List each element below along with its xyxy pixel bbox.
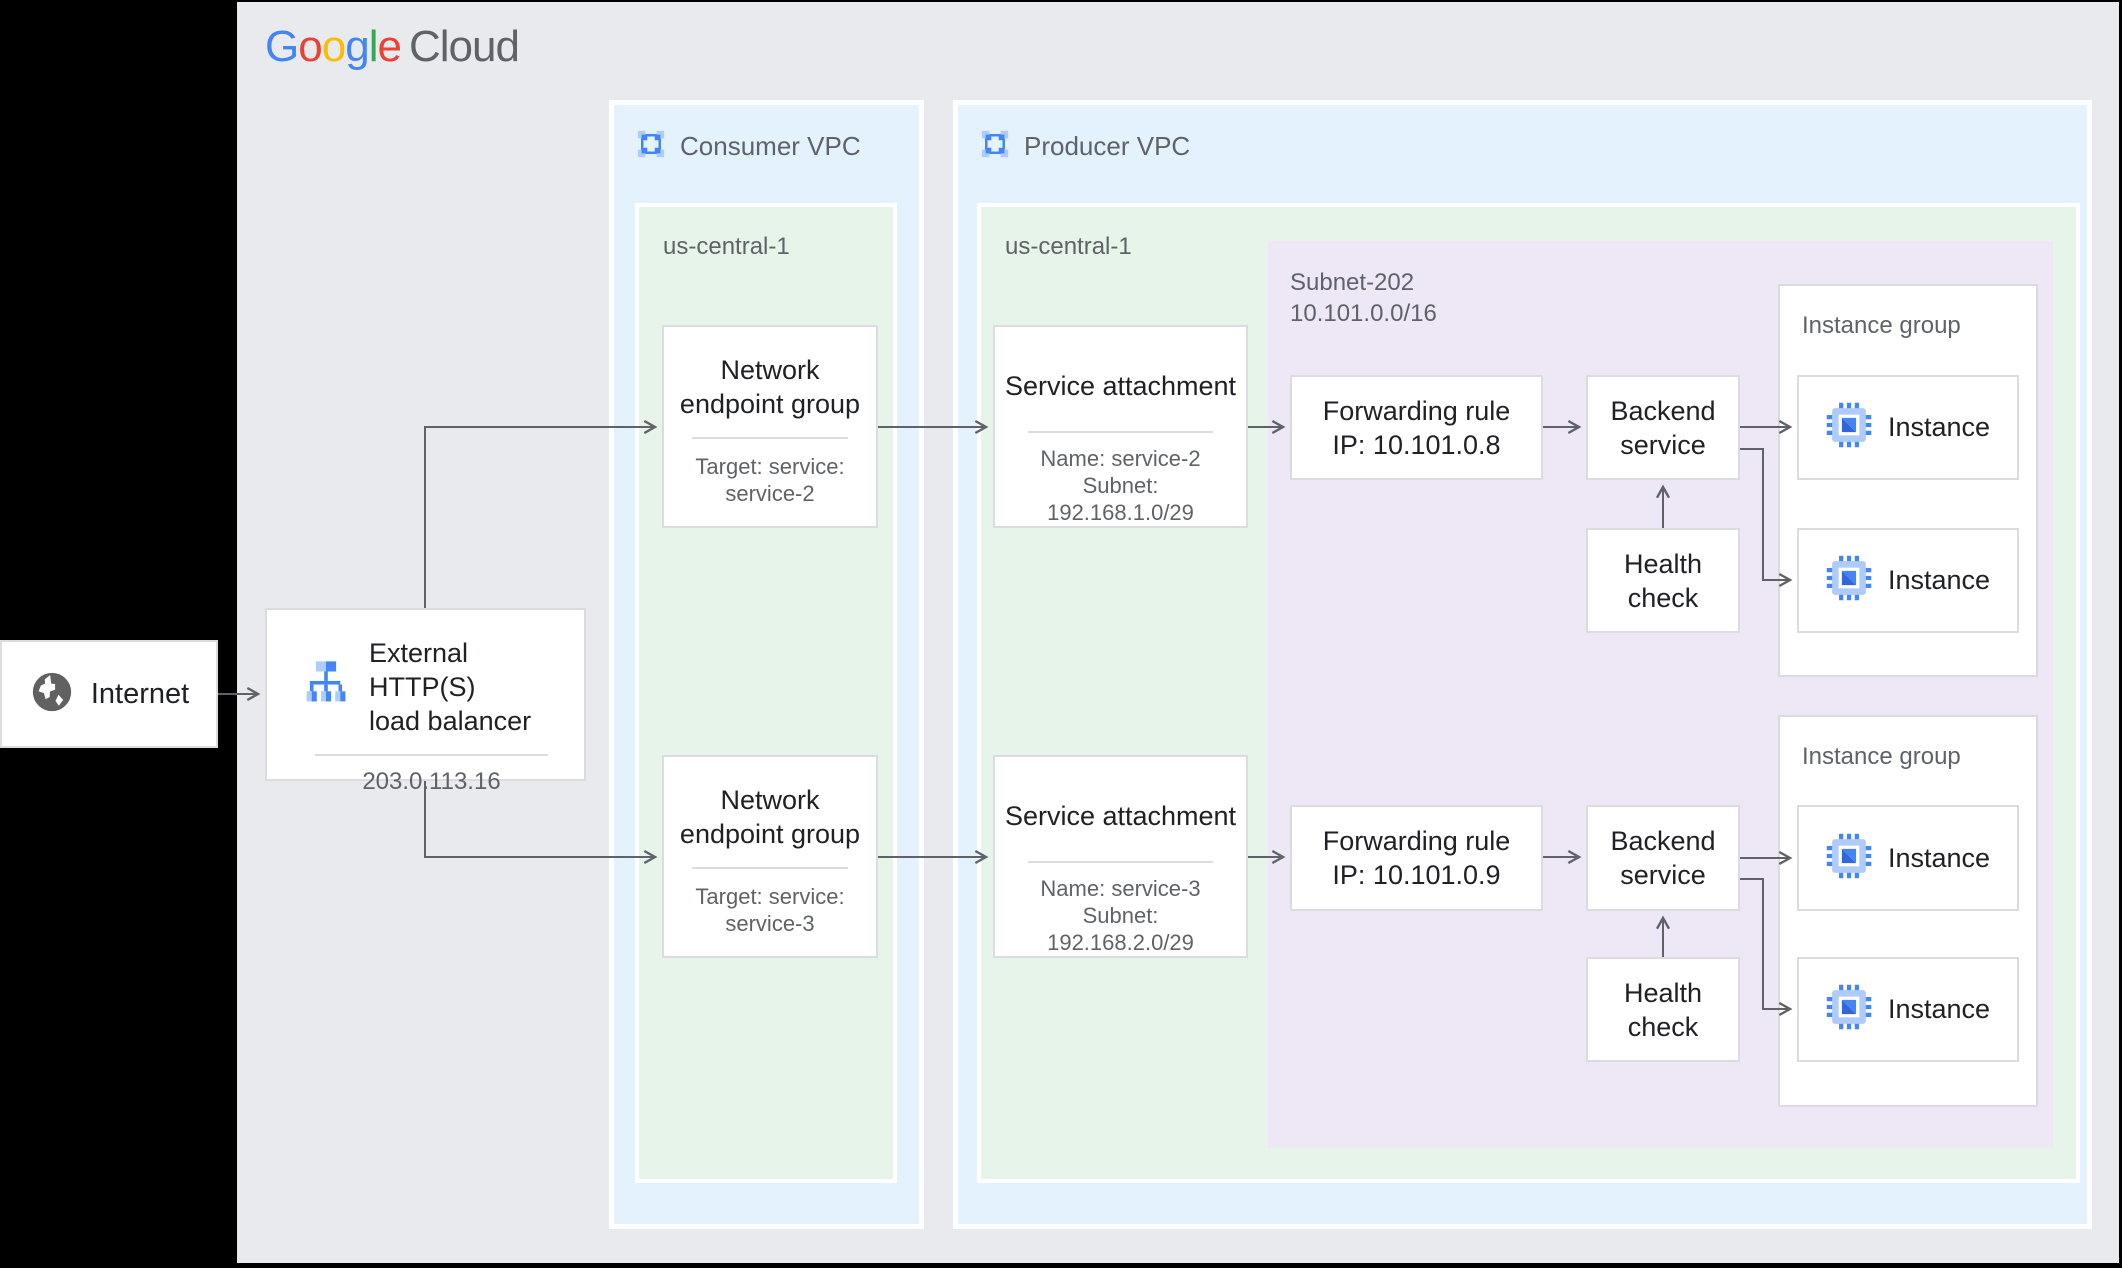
forwarding-rule-title: Forwarding rule bbox=[1322, 826, 1511, 856]
logo-letter: o bbox=[298, 22, 323, 71]
internet-label: Internet bbox=[90, 677, 190, 710]
neg-target-line2: service-2 bbox=[725, 481, 815, 506]
network-endpoint-group-node: Network endpoint group Target: service: … bbox=[662, 325, 878, 528]
logo-letter: e bbox=[377, 22, 402, 71]
divider bbox=[1027, 861, 1214, 863]
subnet-name: Subnet-202 bbox=[1290, 269, 1415, 296]
logo-letter: g bbox=[345, 22, 370, 71]
service-attachment-subnet-label: Subnet: bbox=[1082, 473, 1159, 498]
compute-instance-icon bbox=[1826, 984, 1872, 1035]
consumer-vpc-label: Consumer VPC bbox=[680, 131, 861, 161]
health-check-line2: check bbox=[1627, 1011, 1699, 1042]
compute-instance-icon bbox=[1826, 402, 1872, 453]
load-balancer-title-line1: External HTTP(S) bbox=[369, 638, 476, 702]
health-check-line1: Health bbox=[1623, 977, 1703, 1008]
forwarding-rule-ip: IP: 10.101.0.8 bbox=[1332, 429, 1501, 460]
service-attachment-name: Name: service-2 bbox=[1040, 446, 1201, 471]
service-attachment-subnet-cidr: 192.168.2.0/29 bbox=[1047, 930, 1194, 955]
backend-service-line1: Backend bbox=[1610, 395, 1716, 426]
vpc-network-icon bbox=[636, 129, 666, 164]
logo-cloud-text: Cloud bbox=[408, 22, 520, 71]
service-attachment-name: Name: service-3 bbox=[1040, 876, 1201, 901]
neg-title-line2: endpoint group bbox=[679, 819, 861, 849]
backend-service-line2: service bbox=[1620, 429, 1706, 460]
vpc-network-icon bbox=[980, 129, 1010, 164]
divider bbox=[1027, 431, 1214, 433]
neg-target-line2: service-3 bbox=[725, 911, 815, 936]
neg-target-line1: Target: service: bbox=[695, 884, 845, 909]
producer-region-label: us-central-1 bbox=[1005, 233, 1132, 260]
backend-service-line1: Backend bbox=[1610, 826, 1716, 856]
health-check-node: Health check bbox=[1586, 957, 1740, 1062]
consumer-region-label: us-central-1 bbox=[663, 233, 790, 260]
globe-icon bbox=[29, 669, 75, 720]
instance-group-label: Instance group bbox=[1802, 743, 1961, 770]
instance-node: Instance bbox=[1797, 375, 2019, 480]
compute-instance-icon bbox=[1826, 833, 1872, 884]
neg-title-line2: endpoint group bbox=[679, 389, 861, 419]
service-attachment-title: Service attachment bbox=[1004, 371, 1237, 401]
forwarding-rule-ip: IP: 10.101.0.9 bbox=[1332, 860, 1501, 890]
backend-service-node: Backend service bbox=[1586, 805, 1740, 911]
load-balancer-ip: 203.0.113.16 bbox=[362, 768, 501, 795]
producer-vpc-label: Producer VPC bbox=[1024, 131, 1191, 161]
backend-service-node: Backend service bbox=[1586, 375, 1740, 480]
service-attachment-title: Service attachment bbox=[1004, 801, 1237, 831]
load-balancer-icon bbox=[299, 658, 353, 717]
logo-letter: G bbox=[265, 22, 299, 71]
instance-group-label: Instance group bbox=[1802, 312, 1961, 339]
neg-title-line1: Network bbox=[720, 355, 820, 385]
health-check-node: Health check bbox=[1586, 528, 1740, 633]
neg-title-line1: Network bbox=[720, 785, 820, 815]
instance-label: Instance bbox=[1887, 994, 1991, 1024]
service-attachment-node: Service attachment Name: service-2 Subne… bbox=[993, 325, 1248, 528]
health-check-line1: Health bbox=[1623, 548, 1703, 579]
divider bbox=[691, 437, 849, 439]
instance-label: Instance bbox=[1887, 412, 1991, 442]
load-balancer-node: External HTTP(S) load balancer 203.0.113… bbox=[265, 608, 586, 795]
instance-node: Instance bbox=[1797, 805, 2019, 911]
compute-instance-icon bbox=[1826, 555, 1872, 606]
instance-node: Instance bbox=[1797, 957, 2019, 1062]
subnet-label: Subnet-202 10.101.0.0/16 bbox=[1268, 241, 2053, 329]
subnet-cidr: 10.101.0.0/16 bbox=[1290, 300, 1437, 327]
backend-service-line2: service bbox=[1620, 860, 1706, 890]
divider bbox=[314, 754, 549, 756]
network-endpoint-group-node: Network endpoint group Target: service: … bbox=[662, 755, 878, 958]
load-balancer-title-line2: load balancer bbox=[369, 706, 532, 736]
neg-target-line1: Target: service: bbox=[695, 454, 845, 479]
instance-label: Instance bbox=[1887, 565, 1991, 595]
forwarding-rule-node: Forwarding rule IP: 10.101.0.9 bbox=[1290, 805, 1543, 911]
internet-node: Internet bbox=[0, 640, 218, 748]
instance-label: Instance bbox=[1887, 842, 1991, 873]
load-balancer-title: External HTTP(S) load balancer bbox=[369, 636, 564, 738]
instance-node: Instance bbox=[1797, 528, 2019, 633]
divider bbox=[691, 867, 849, 869]
forwarding-rule-title: Forwarding rule bbox=[1322, 395, 1511, 426]
service-attachment-subnet-cidr: 192.168.1.0/29 bbox=[1047, 500, 1194, 525]
health-check-line2: check bbox=[1627, 582, 1699, 613]
logo-letter: o bbox=[321, 22, 347, 71]
logo-letter: l bbox=[368, 22, 379, 71]
forwarding-rule-node: Forwarding rule IP: 10.101.0.8 bbox=[1290, 375, 1543, 480]
service-attachment-subnet-label: Subnet: bbox=[1082, 903, 1159, 928]
service-attachment-node: Service attachment Name: service-3 Subne… bbox=[993, 755, 1248, 958]
